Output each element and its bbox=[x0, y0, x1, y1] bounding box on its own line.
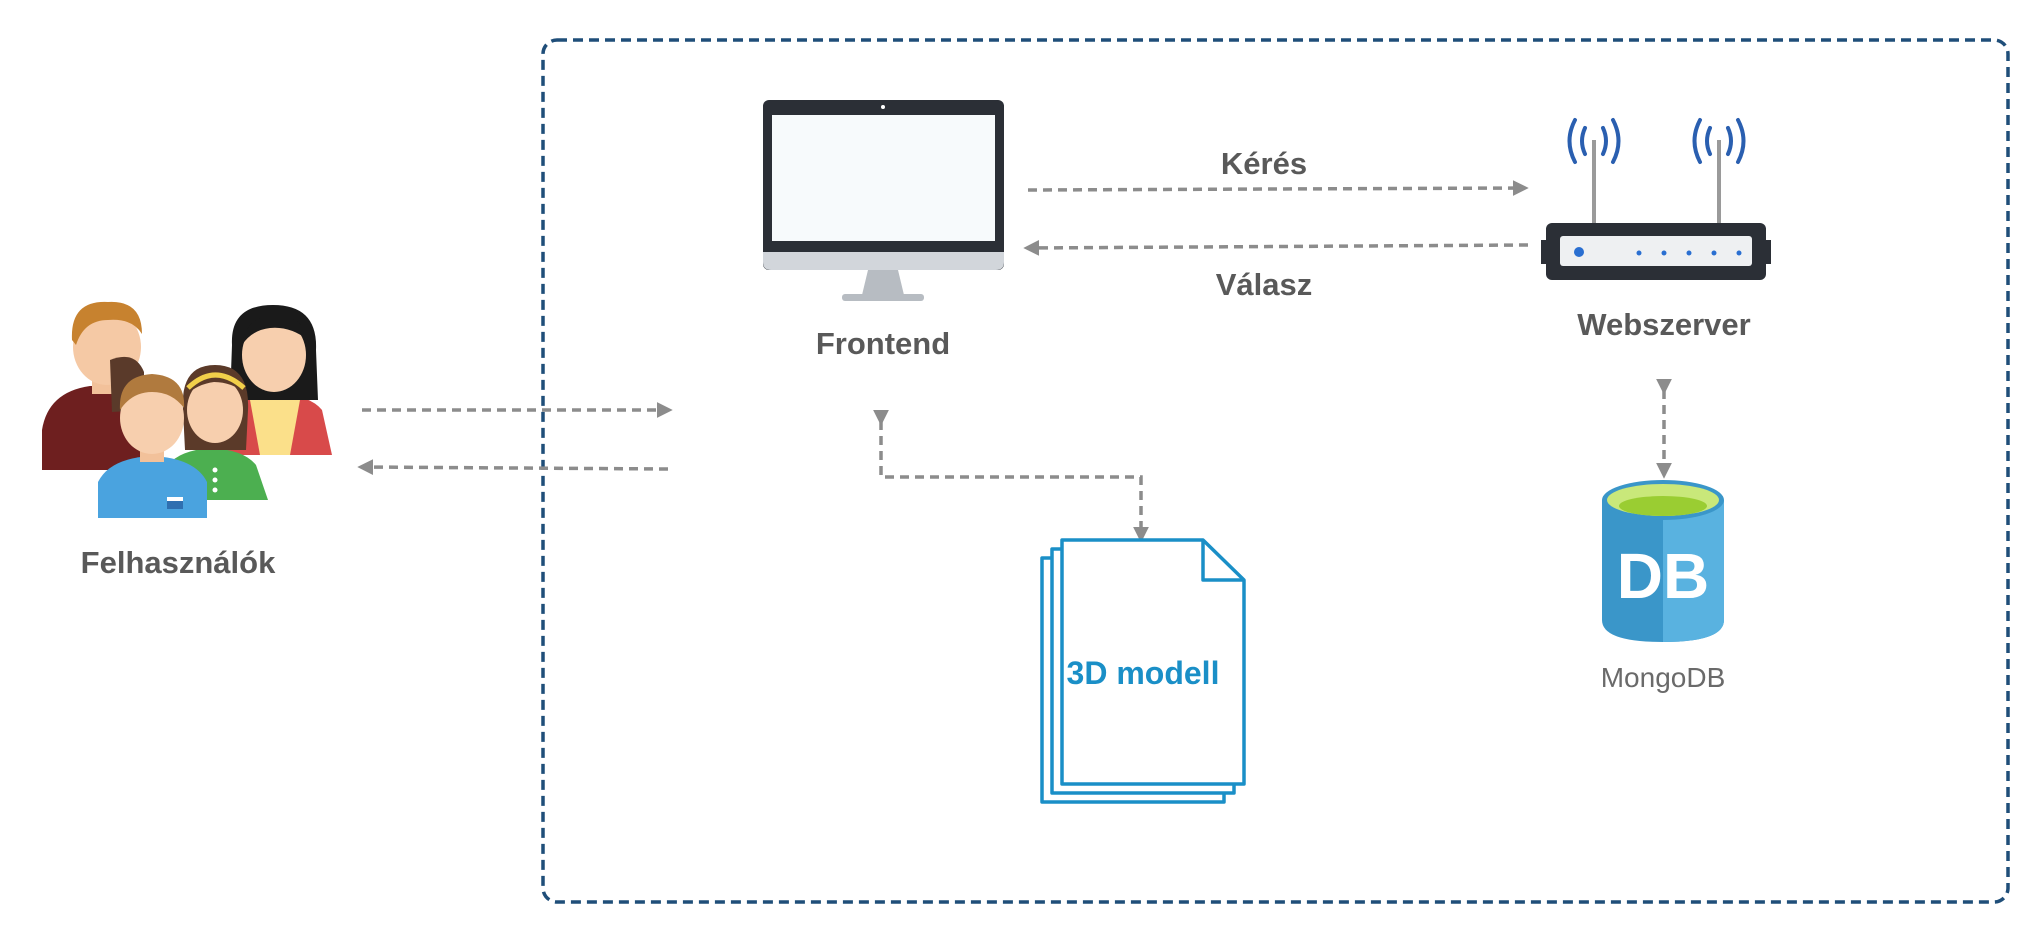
document-stack-icon bbox=[1040, 538, 1246, 804]
response-arrow bbox=[1023, 240, 1529, 256]
users-group-icon bbox=[42, 301, 332, 518]
frontend-model-arrow bbox=[873, 409, 1149, 543]
webserver-label: Webszerver bbox=[1577, 307, 1750, 342]
router-icon bbox=[1541, 118, 1771, 280]
response-label: Válasz bbox=[1216, 267, 1313, 302]
database-label: MongoDB bbox=[1601, 662, 1726, 693]
model-label: 3D modell bbox=[1067, 655, 1220, 691]
system-boundary bbox=[541, 38, 2010, 904]
database-icon: DB bbox=[1602, 480, 1724, 642]
monitor-icon bbox=[763, 100, 1004, 301]
database-badge: DB bbox=[1617, 540, 1709, 612]
wifi-signal-icon bbox=[1567, 118, 1746, 164]
request-arrow bbox=[1027, 180, 1529, 196]
system-to-users-arrow bbox=[357, 459, 669, 475]
request-label: Kérés bbox=[1221, 146, 1307, 181]
frontend-label: Frontend bbox=[816, 326, 950, 361]
users-label: Felhasználók bbox=[81, 545, 276, 580]
